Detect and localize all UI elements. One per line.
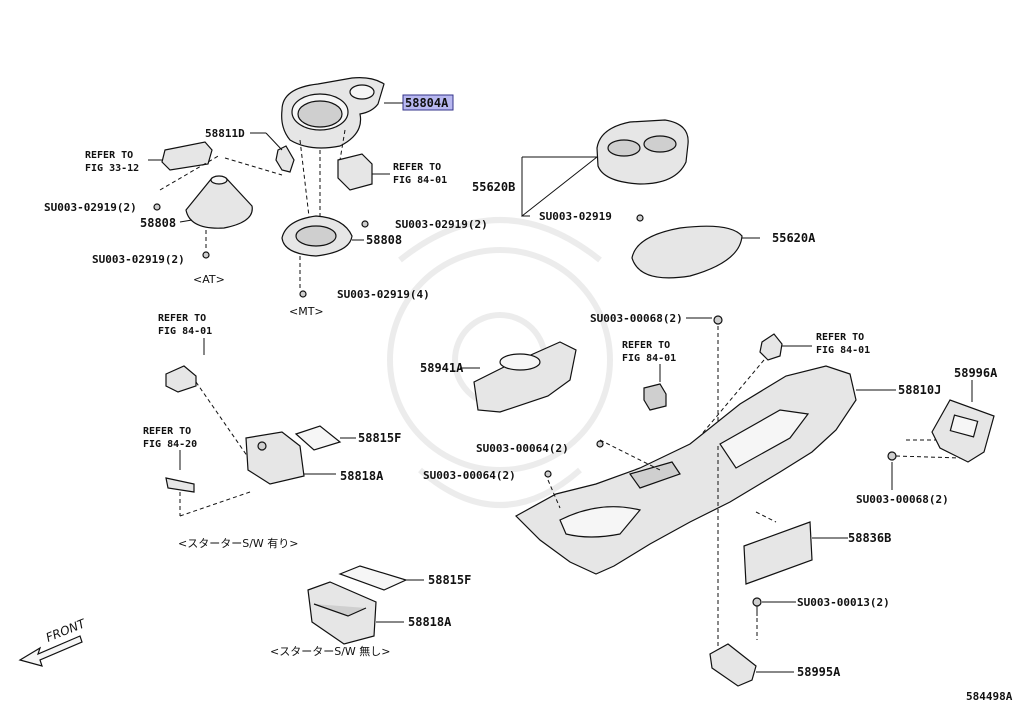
center-console-body[interactable] (515, 365, 857, 575)
part-label-58996a[interactable]: 58996A (954, 366, 998, 380)
side-bracket[interactable] (931, 399, 995, 463)
refer-note-fig-33-12-line2: FIG 33-12 (85, 163, 139, 174)
part-label-58818a-b[interactable]: 58818A (408, 615, 452, 629)
part-label-55620b[interactable]: 55620B (472, 180, 515, 194)
part-label-55620a[interactable]: 55620A (772, 231, 816, 245)
plug-connector-right[interactable] (759, 333, 783, 361)
panel-piece-left[interactable] (161, 141, 213, 171)
console-side-panel[interactable] (473, 341, 577, 413)
part-label-58836b[interactable]: 58836B (848, 531, 891, 545)
part-label-58818a-a[interactable]: 58818A (340, 469, 384, 483)
refer-note-fig-33-12-line1: REFER TO (85, 150, 133, 161)
refer-note-fig-84-01-a-line2: FIG 84-01 (393, 175, 447, 186)
screw-label-s4[interactable]: SU003-02919(4) (337, 288, 430, 301)
screw-icon (153, 203, 161, 211)
part-label-58995a[interactable]: 58995A (797, 665, 841, 679)
cup-holder-tray[interactable] (596, 119, 689, 185)
rear-bracket[interactable] (709, 643, 757, 687)
refer-note-fig-84-01-b-line2: FIG 84-01 (158, 326, 212, 337)
cup-holder-mat[interactable] (631, 225, 743, 279)
part-label-58808-at[interactable]: 58808 (140, 216, 176, 230)
screw-icon (544, 470, 552, 478)
refer-note-fig-84-01-a-line1: REFER TO (393, 162, 441, 173)
caption-at: <AT> (193, 273, 225, 286)
screw-icon (299, 290, 307, 298)
screw-icon (887, 451, 897, 461)
screw-icon (596, 440, 604, 448)
screw-label-s1[interactable]: SU003-02919(2) (44, 201, 137, 214)
refer-note-fig-84-01-c-line2: FIG 84-01 (622, 353, 676, 364)
switch-unit-small[interactable] (643, 383, 667, 411)
screw-label-s6[interactable]: SU003-00068(2) (590, 312, 683, 325)
screw-label-s8[interactable]: SU003-00064(2) (423, 469, 516, 482)
part-label-58804a[interactable]: 58804A (405, 96, 449, 110)
pad-58815f-b[interactable] (338, 565, 408, 591)
shift-bezel-mt[interactable] (281, 215, 353, 257)
screw-icon (636, 214, 644, 222)
screw-label-s9[interactable]: SU003-00068(2) (856, 493, 949, 506)
screw-label-s3[interactable]: SU003-02919(2) (395, 218, 488, 231)
part-label-58815f-b[interactable]: 58815F (428, 573, 471, 587)
shift-boot-at[interactable] (185, 175, 253, 229)
screw-icon (713, 315, 723, 325)
screw-label-s5[interactable]: SU003-02919 (539, 210, 612, 223)
screw-label-s7[interactable]: SU003-00064(2) (476, 442, 569, 455)
screw-label-s2[interactable]: SU003-02919(2) (92, 253, 185, 266)
front-arrow-icon (18, 635, 83, 667)
part-label-58810j[interactable]: 58810J (898, 383, 941, 397)
refer-note-fig-84-01-b-line1: REFER TO (158, 313, 206, 324)
screw-icon (361, 220, 369, 228)
figure-number: 584498A (966, 690, 1013, 703)
switch-housing-without-starter[interactable] (307, 581, 377, 645)
screw-icon (202, 251, 210, 259)
part-label-58811d[interactable]: 58811D (205, 127, 245, 140)
refer-note-fig-84-01-d-line1: REFER TO (816, 332, 864, 343)
refer-note-fig-84-20-line2: FIG 84-20 (143, 439, 197, 450)
screw-label-s10[interactable]: SU003-00013(2) (797, 596, 890, 609)
plug-connector[interactable] (165, 365, 197, 393)
pad-58815f-a[interactable] (294, 425, 342, 451)
part-label-58808-mt[interactable]: 58808 (366, 233, 402, 247)
bracket-piece-upper[interactable] (337, 153, 373, 191)
caption-starter-without: <スターターS/W 無し> (270, 644, 391, 658)
refer-note-fig-84-01-c-line1: REFER TO (622, 340, 670, 351)
caption-mt: <MT> (289, 305, 324, 318)
cup-holder-ring[interactable] (281, 77, 385, 149)
clip-58811d[interactable] (275, 145, 295, 173)
foam-pad[interactable] (743, 521, 813, 585)
refer-note-fig-84-01-d-line2: FIG 84-01 (816, 345, 870, 356)
part-label-58941a[interactable]: 58941A (420, 361, 464, 375)
part-label-58815f-a[interactable]: 58815F (358, 431, 401, 445)
key-piece[interactable] (165, 477, 195, 493)
screw-icon (752, 597, 762, 607)
refer-note-fig-84-20-line1: REFER TO (143, 426, 191, 437)
caption-starter-with: <スターターS/W 有り> (178, 536, 299, 550)
switch-housing-with-starter[interactable] (245, 431, 305, 485)
